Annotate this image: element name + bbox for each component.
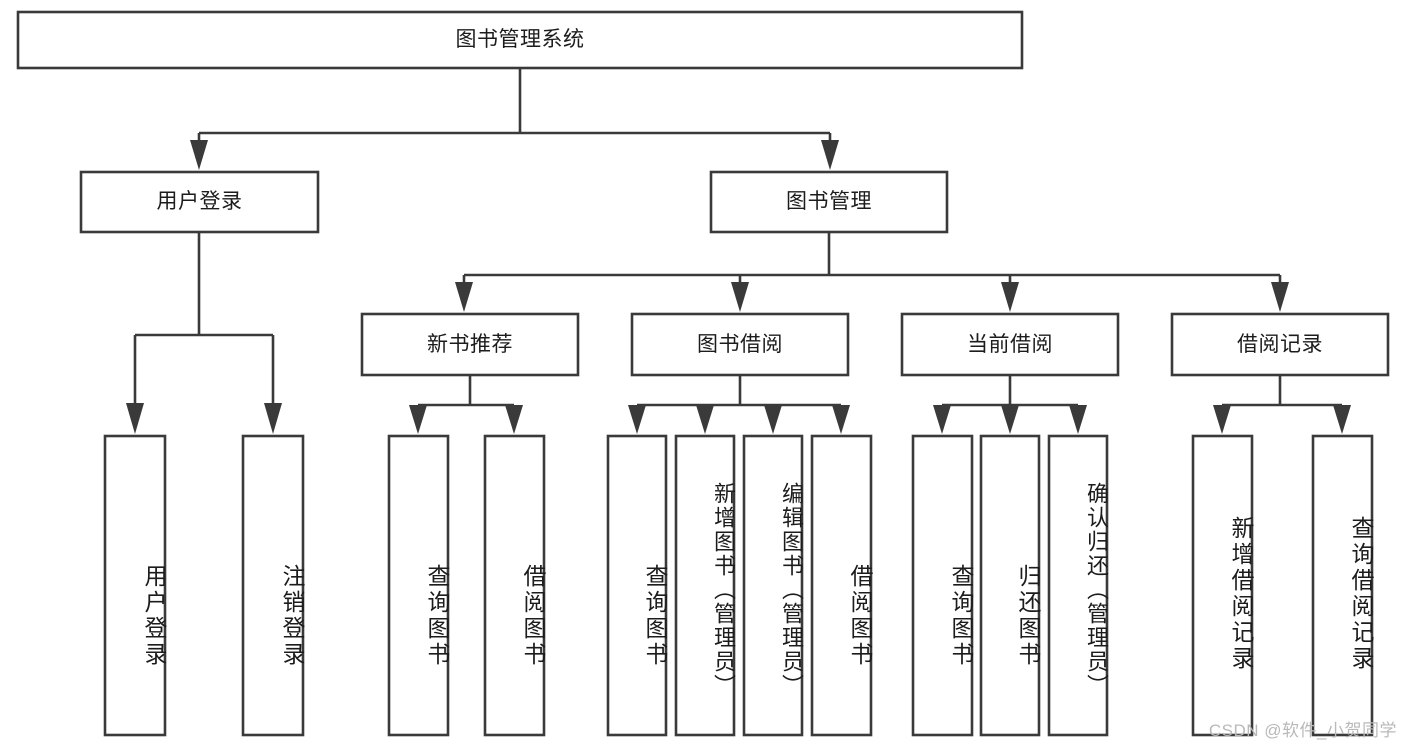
- node-box-leaf-add-record[interactable]: [1191, 434, 1254, 737]
- node-box-leaf-edit-book[interactable]: [742, 434, 804, 737]
- arrow-head-icon: [764, 405, 782, 434]
- arrow-head-icon: [628, 405, 646, 434]
- node-box-book-manage[interactable]: [709, 170, 949, 234]
- arrow-head-icon: [1333, 405, 1351, 434]
- node-box-leaf-borrow-book[interactable]: [810, 434, 873, 737]
- node-box-leaf-borrow-query-book[interactable]: [606, 434, 668, 737]
- arrow-head-icon: [731, 282, 749, 312]
- node-box-book-borrow[interactable]: [630, 312, 850, 377]
- arrow-head-icon: [409, 405, 427, 434]
- csdn-watermark: CSDN @软件_小贺同学: [1208, 721, 1397, 740]
- connector-group-book-borrow: [628, 375, 850, 434]
- node-box-leaf-return-book[interactable]: [979, 434, 1041, 737]
- arrow-head-icon: [696, 405, 714, 434]
- node-box-leaf-logout[interactable]: [241, 434, 305, 737]
- node-box-user-login[interactable]: [79, 170, 320, 234]
- connector-group-root: [190, 68, 839, 170]
- node-box-leaf-add-book[interactable]: [674, 434, 736, 737]
- arrow-head-icon: [933, 405, 951, 434]
- node-box-current-borrow[interactable]: [900, 312, 1120, 377]
- arrow-head-icon: [1213, 405, 1231, 434]
- arrow-head-icon: [455, 282, 473, 312]
- node-box-leaf-cur-query-book[interactable]: [911, 434, 974, 737]
- arrow-head-icon: [1001, 405, 1019, 434]
- arrow-head-icon: [126, 403, 144, 434]
- arrow-head-icon: [190, 140, 208, 170]
- connector-group-borrow-records: [1213, 375, 1351, 434]
- arrow-head-icon: [1001, 282, 1019, 312]
- node-box-new-book-recommend[interactable]: [360, 312, 580, 377]
- connector-group-new-book-recommend: [409, 375, 523, 434]
- connector-group-book-manage: [455, 232, 1289, 312]
- node-box-leaf-confirm-return[interactable]: [1047, 434, 1109, 737]
- arrow-head-icon: [832, 405, 850, 434]
- node-box-root[interactable]: [16, 10, 1024, 70]
- connector-group-user-login: [126, 232, 282, 434]
- node-box-borrow-records[interactable]: [1170, 312, 1390, 377]
- arrow-head-icon: [821, 140, 839, 170]
- arrow-head-icon: [505, 405, 523, 434]
- node-box-leaf-query-record[interactable]: [1311, 434, 1374, 737]
- arrow-head-icon: [1069, 405, 1087, 434]
- node-box-leaf-user-login[interactable]: [103, 434, 167, 737]
- arrow-head-icon: [264, 403, 282, 434]
- connector-group-current-borrow: [933, 375, 1087, 434]
- node-box-leaf-rec-borrow-book[interactable]: [483, 434, 546, 737]
- arrow-head-icon: [1271, 282, 1289, 312]
- node-box-leaf-rec-query-book[interactable]: [387, 434, 450, 737]
